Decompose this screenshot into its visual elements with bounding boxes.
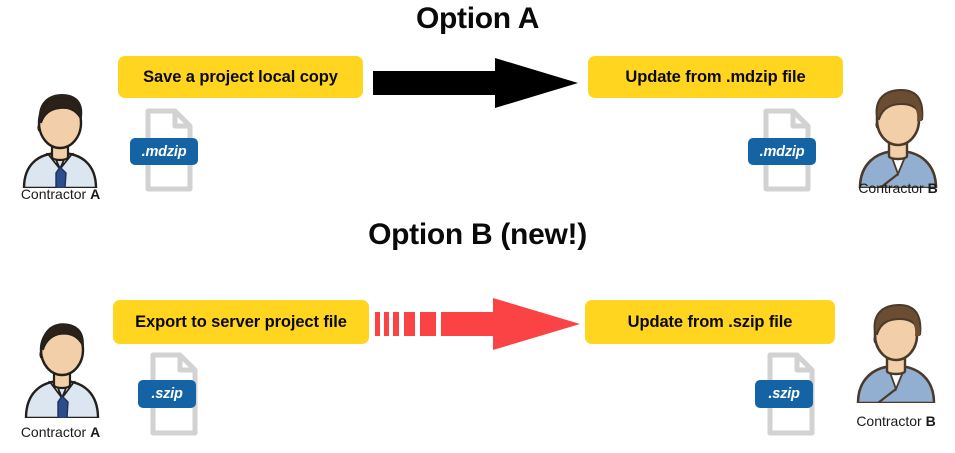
caption-id: A [90, 186, 101, 202]
caption-id: B [925, 413, 936, 429]
caption-prefix: Contractor [856, 413, 926, 429]
avatar-contractor-b-top [858, 88, 938, 188]
solid-black-arrow-icon [373, 58, 578, 108]
avatar-contractor-a-bottom [24, 323, 100, 418]
caption-prefix: Contractor [20, 186, 91, 202]
caption-contractor-b-top: Contractor B [848, 180, 948, 196]
file-icon-szip-left-b: .szip [135, 352, 207, 437]
file-icon-mdzip-right-a: .mdzip [748, 108, 820, 193]
caption-id: A [90, 424, 101, 440]
file-extension-badge: .szip [755, 380, 813, 408]
section-title-option-a: Option A [415, 2, 540, 35]
caption-id: B [927, 180, 938, 196]
action-box-save-project-local-copy[interactable]: Save a project local copy [118, 56, 363, 98]
avatar-contractor-b-bottom [856, 303, 936, 403]
action-box-export-to-server-project-file[interactable]: Export to server project file [113, 300, 369, 344]
file-extension-badge: .mdzip [748, 138, 816, 165]
caption-prefix: Contractor [20, 424, 91, 440]
caption-prefix: Contractor [858, 180, 928, 196]
caption-contractor-a-bottom: Contractor A [8, 424, 113, 440]
caption-contractor-b-bottom: Contractor B [846, 413, 946, 429]
action-box-update-from-mdzip[interactable]: Update from .mdzip file [588, 56, 843, 98]
action-box-update-from-szip[interactable]: Update from .szip file [585, 300, 835, 344]
file-icon-szip-right-b: .szip [752, 352, 824, 437]
avatar-contractor-a-top [22, 94, 98, 188]
file-extension-badge: .szip [138, 380, 196, 408]
file-icon-mdzip-left-a: .mdzip [130, 108, 202, 193]
dashed-red-arrow-icon [375, 298, 580, 350]
section-title-option-b: Option B (new!) [368, 218, 587, 251]
caption-contractor-a-top: Contractor A [8, 186, 113, 202]
file-extension-badge: .mdzip [130, 138, 198, 165]
